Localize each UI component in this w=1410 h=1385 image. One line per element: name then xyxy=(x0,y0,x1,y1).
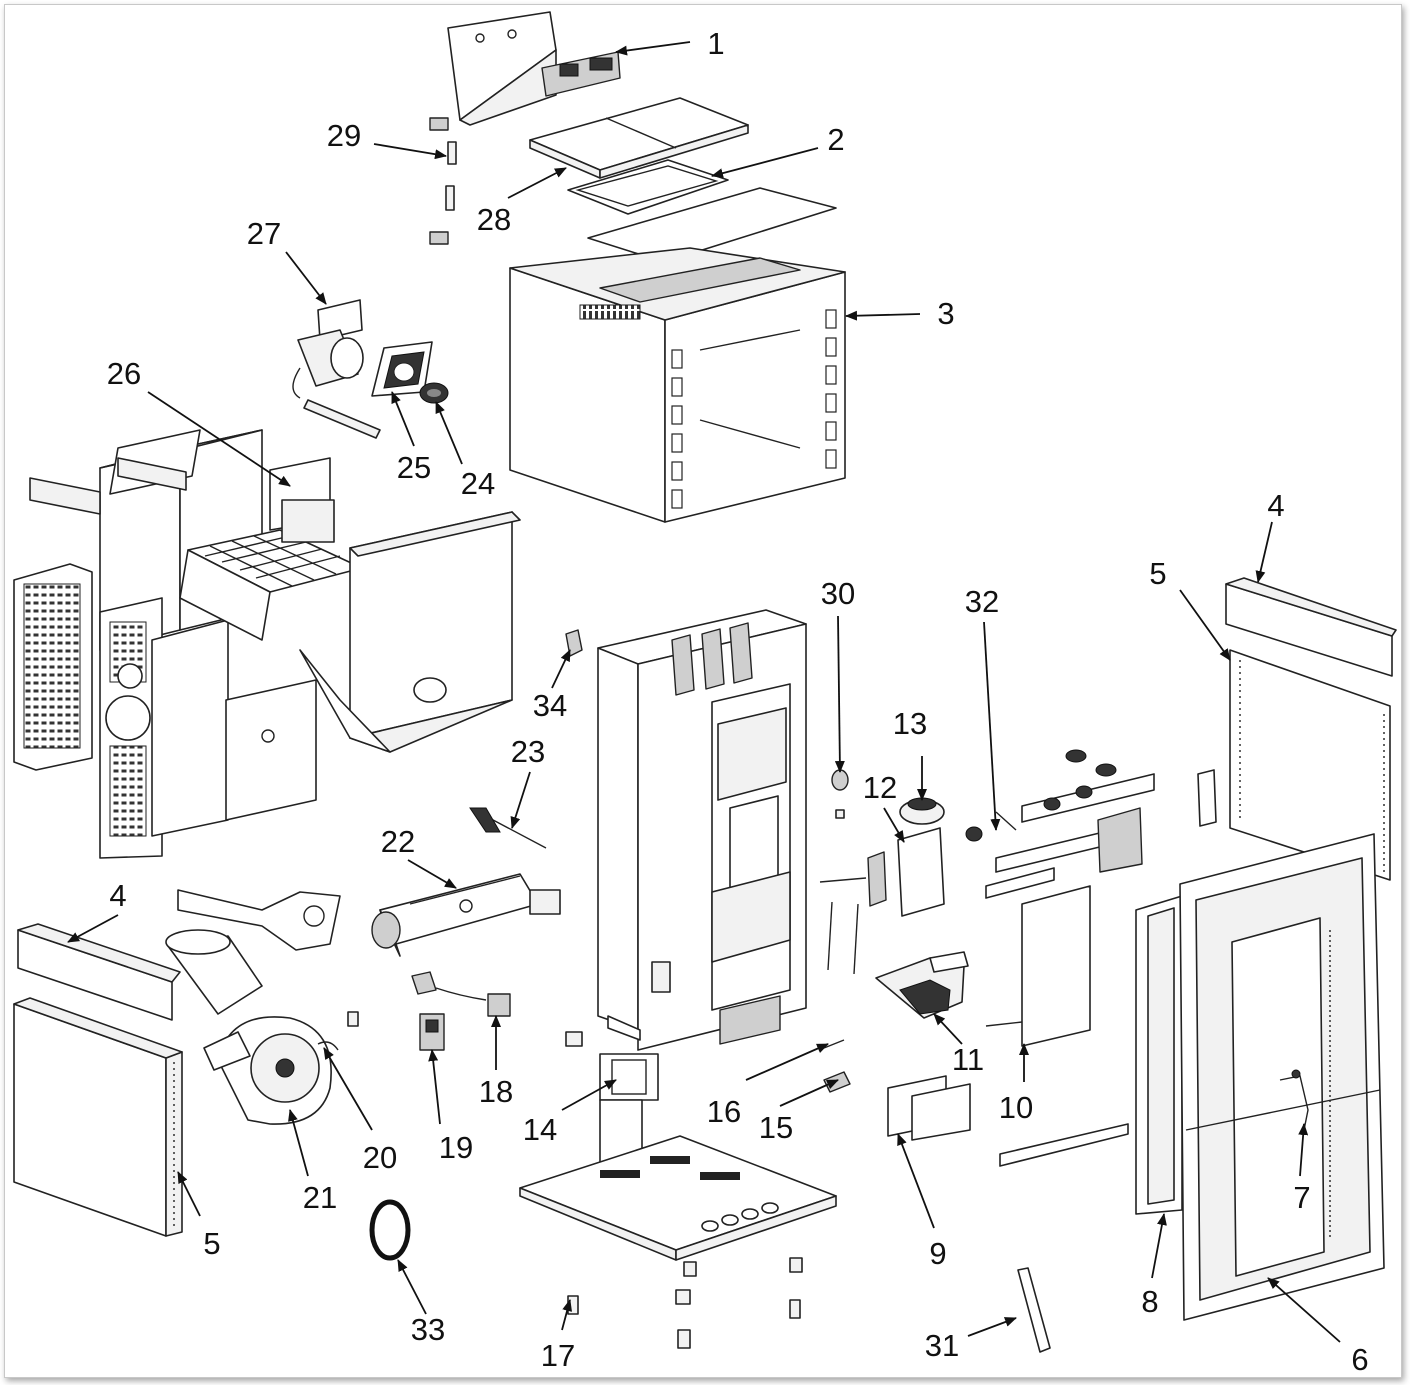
callout-30: 30 xyxy=(821,576,855,611)
callout-27: 27 xyxy=(247,216,281,251)
callout-10: 10 xyxy=(999,1090,1033,1125)
grommet-part xyxy=(419,382,449,404)
callout-12: 12 xyxy=(863,770,897,805)
callout-8: 8 xyxy=(1141,1284,1158,1319)
callout-32: 32 xyxy=(965,584,999,619)
leader-lines xyxy=(67,41,1341,1343)
door-frame-part xyxy=(1179,833,1385,1321)
door-latch-part xyxy=(1279,1069,1309,1131)
callout-9: 9 xyxy=(929,1236,946,1271)
callout-17: 17 xyxy=(541,1338,575,1373)
callout-21: 21 xyxy=(303,1180,337,1215)
exhaust-pipe-part xyxy=(292,299,381,439)
right-trim-part xyxy=(1225,577,1397,677)
callout-19: 19 xyxy=(439,1130,473,1165)
callout-24: 24 xyxy=(461,466,495,501)
door-gasket-part xyxy=(1135,895,1183,1215)
callout-3: 3 xyxy=(937,296,954,331)
callout-33: 33 xyxy=(411,1312,445,1347)
control-panel-part xyxy=(447,11,621,126)
left-trim-part xyxy=(17,923,181,1021)
left-side-panel-part xyxy=(13,997,183,1237)
combustion-chamber-part xyxy=(13,429,521,859)
callout-26: 26 xyxy=(107,356,141,391)
callout-25: 25 xyxy=(397,450,431,485)
gasket-plate-part xyxy=(887,1075,971,1141)
combustion-fan-part xyxy=(203,1016,332,1125)
callout-14: 14 xyxy=(523,1112,557,1147)
top-cover-part xyxy=(529,97,749,179)
flue-gasket-part xyxy=(371,341,433,397)
callout-13: 13 xyxy=(893,706,927,741)
callout-4: 4 xyxy=(1267,488,1284,523)
callout-5: 5 xyxy=(203,1226,220,1261)
callout-15: 15 xyxy=(759,1110,793,1145)
upper-shell-part xyxy=(509,247,846,523)
igniter-rod-part xyxy=(469,807,547,849)
callout-11: 11 xyxy=(952,1042,984,1077)
callout-20: 20 xyxy=(363,1140,397,1175)
callout-23: 23 xyxy=(511,734,545,769)
handle-rod-part xyxy=(1017,1267,1051,1353)
callout-34: 34 xyxy=(533,688,567,723)
wire-part xyxy=(317,1011,359,1051)
control-board-part xyxy=(819,827,945,975)
gasket-part xyxy=(567,159,729,215)
callout-16: 16 xyxy=(707,1094,741,1129)
right-side-panel-part xyxy=(1197,649,1391,881)
callout-1: 1 xyxy=(707,26,724,61)
callout-31: 31 xyxy=(925,1328,959,1363)
callout-2: 2 xyxy=(827,122,844,157)
callout-5: 5 xyxy=(1149,556,1166,591)
duct-pipe-part xyxy=(165,889,341,1015)
burn-pot-part xyxy=(875,951,969,1019)
callout-28: 28 xyxy=(477,202,511,237)
pressure-switch-part xyxy=(899,797,945,825)
switch-part xyxy=(419,1013,445,1051)
callout-labels: 1 2 3 4 4 5 5 6 7 8 9 10 11 12 13 14 15 … xyxy=(107,26,1369,1377)
base-plate-part xyxy=(519,1135,837,1261)
power-cord-part xyxy=(411,971,511,1017)
auger-assembly-part xyxy=(371,873,561,957)
thermostat-part xyxy=(831,769,849,819)
callout-6: 6 xyxy=(1351,1342,1368,1377)
clip-bracket-part xyxy=(429,117,457,245)
callout-29: 29 xyxy=(327,118,361,153)
callout-18: 18 xyxy=(479,1074,513,1109)
leveling-foot-part xyxy=(565,1031,803,1349)
main-body-frame-part xyxy=(597,609,807,1051)
ash-pan-part xyxy=(985,885,1091,1047)
rail-assembly-part xyxy=(965,749,1155,1167)
callout-22: 22 xyxy=(381,824,415,859)
callout-4: 4 xyxy=(109,878,126,913)
o-ring-part xyxy=(369,1199,411,1261)
callout-7: 7 xyxy=(1293,1180,1310,1215)
